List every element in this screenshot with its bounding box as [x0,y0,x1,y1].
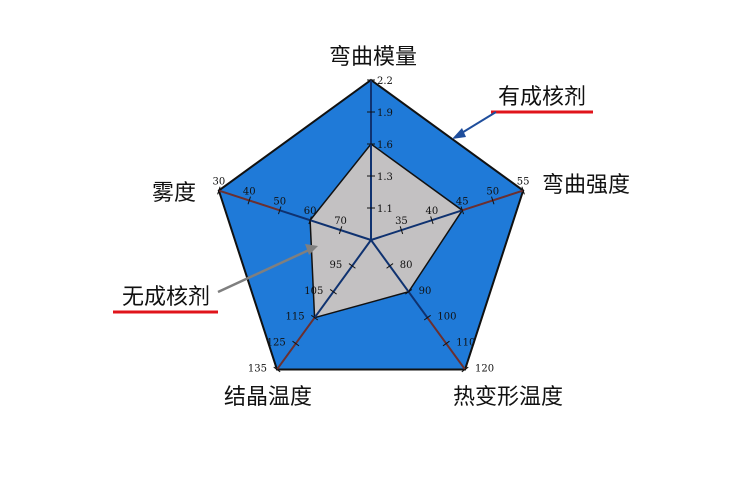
axis-title-heat-deflection-temp: 热变形温度 [453,385,563,410]
series-area-without-agent [309,142,464,319]
axis-tick-mark [430,216,434,225]
axis-tick-label: 35 [395,216,408,227]
axis-tick-label: 100 [437,312,456,323]
axis-tick-mark [348,263,356,269]
axis-tick-label: 80 [400,260,413,271]
axis-tick-mark [442,340,450,347]
axes-layer [217,79,525,373]
axis-tick-mark [277,206,282,215]
axis-tick-label: 120 [475,363,494,374]
axis-tick-mark [460,206,465,215]
callout-without-nucleating-agent: 无成核剂 [113,244,318,314]
axis-tick-mark [247,196,251,205]
axis-tick-label: 90 [419,286,432,297]
axis-tick-label: 40 [426,206,439,217]
axis-tick-mark [423,314,431,321]
axis-title-flexural-modulus: 弯曲模量 [329,45,417,70]
axis-tick-label: 105 [304,286,323,297]
callout-label-with-agent: 有成核剂 [498,85,586,110]
axis-tick-label: 125 [267,338,286,349]
axis-tick-label: 50 [486,186,499,197]
axis-tick-label: 30 [212,177,225,188]
axis-tick-label: 110 [456,338,475,349]
axis-title-haze: 雾度 [152,181,196,206]
axis-tick-label: 60 [304,206,317,217]
axis-tick-label: 2.2 [377,76,393,87]
axis-tick-mark [491,196,495,205]
axis-line-inner [279,209,372,241]
axis-tick-mark [521,186,525,195]
axis-tick-label: 45 [456,196,469,207]
axis-title-crystallization-temp: 结晶温度 [224,385,312,410]
axis-tick-label: 95 [329,260,342,271]
callout-arrow-without-agent [217,248,310,294]
axis-tick-label: 70 [334,216,347,227]
callout-with-nucleating-agent: 有成核剂 [452,85,593,139]
axis-line-inner [313,239,372,319]
axis-tick-label: 1.3 [377,172,393,183]
axis-tick-label: 1.6 [377,140,393,151]
callout-arrowhead-with-agent [452,128,466,139]
axis-title-flexural-strength: 弯曲强度 [542,173,630,198]
axis-tick-mark [399,226,404,235]
axis-tick-mark [386,263,394,269]
callout-arrowhead-without-agent [305,244,318,255]
axis-tick-mark [273,366,281,373]
axis-tick-label: 1.9 [377,108,393,119]
axis-tick-mark [311,314,319,321]
axis-tick-mark [308,216,312,225]
axis-tick-mark [217,186,221,195]
axis-tick-mark [405,289,413,295]
axis-tick-label: 115 [285,312,304,323]
axis-tick-mark [329,289,337,295]
axis-line-inner [370,239,429,319]
axis-tick-label: 40 [243,186,256,197]
tick-labels-layer: 1.1 1.3 1.6 1.9 2.2 35 40 45 50 55 80 90 100 110 120 95… [212,76,529,374]
axis-tick-mark [292,340,300,347]
axis-tick-mark [338,226,343,235]
axis-tick-label: 135 [248,363,267,374]
axis-tick-label: 50 [273,196,286,207]
axis-line-inner [370,209,463,241]
axis-tick-mark [461,366,469,373]
callout-label-without-agent: 无成核剂 [122,285,210,310]
axis-tick-label: 55 [517,177,530,188]
axis-tick-label: 1.1 [377,204,393,215]
callout-arrow-with-agent [459,111,497,135]
